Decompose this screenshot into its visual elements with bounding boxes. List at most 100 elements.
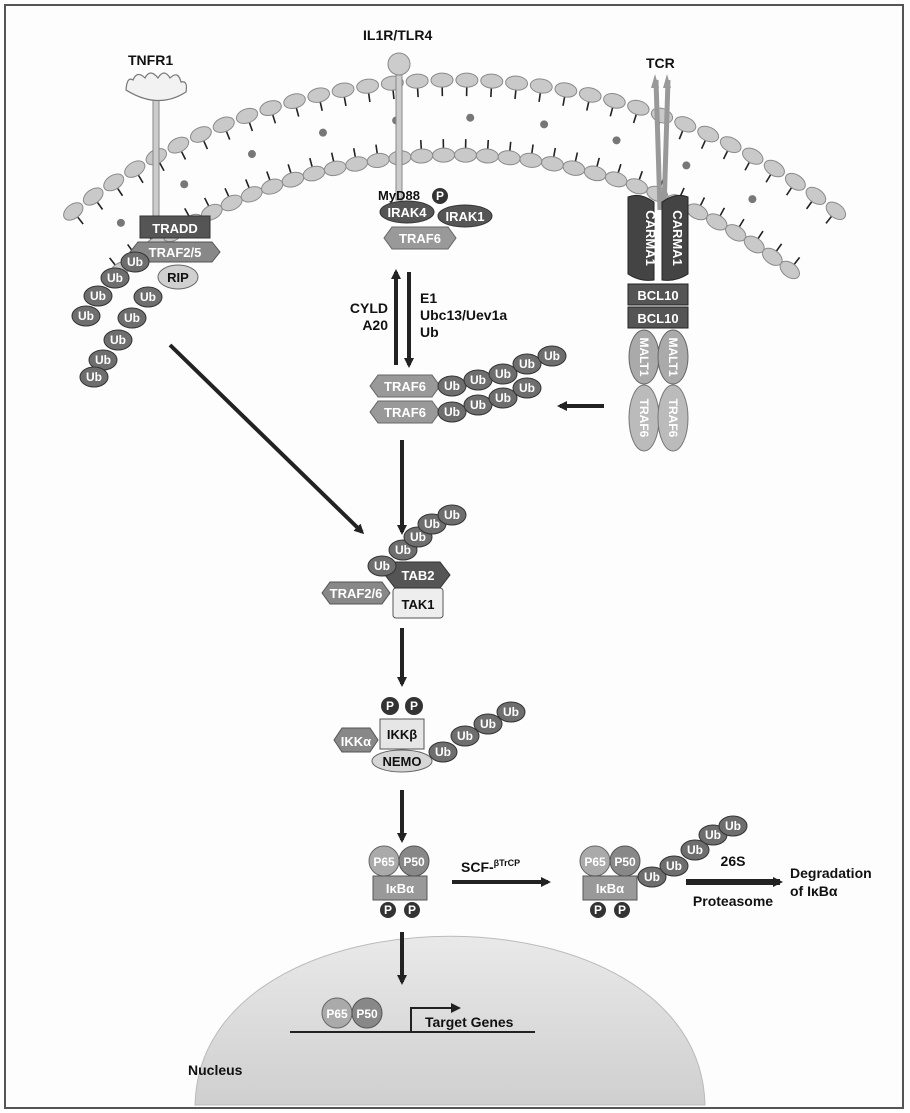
traf6-top-label: TRAF6 <box>399 231 441 246</box>
lipid-head <box>280 170 305 190</box>
svg-text:SCF-βTrCP: SCF-βTrCP <box>461 858 520 875</box>
irak1-label: IRAK1 <box>445 209 484 224</box>
ub-label: Ub <box>444 379 460 393</box>
lipid-head <box>626 98 651 118</box>
membrane-protein-dot <box>682 161 690 169</box>
svg-text:P: P <box>594 903 602 917</box>
membrane-protein-dot <box>180 180 188 188</box>
svg-text:P: P <box>618 903 626 917</box>
ub-label: Ub <box>495 367 511 381</box>
degradation-line-2: of IκBα <box>790 883 838 899</box>
scf-label: SCF-βTrCP <box>461 858 520 875</box>
lipid-head <box>432 148 454 162</box>
ubiquitination-arrows: CYLD A20 E1 Ubc13/Uev1a Ub <box>350 272 508 365</box>
lipid-head <box>80 184 106 208</box>
nucleus-label: Nucleus <box>188 1062 243 1078</box>
lipid-head <box>649 105 674 126</box>
pathway-arrows <box>170 345 780 982</box>
membrane-protein-dot <box>613 136 621 144</box>
tak1-complex: TRAF2/6 TAK1 TAB2 UbUbUbUbUb <box>322 505 466 618</box>
lipid-head <box>529 78 553 95</box>
ub-label: Ub <box>470 398 486 412</box>
ikk-complex: P P IKKα IKKβ NEMO UbUbUbUb <box>334 697 525 772</box>
lipid-head <box>456 73 478 87</box>
svg-text:P50: P50 <box>403 855 425 869</box>
ub-label: Ub <box>444 508 460 522</box>
lipid-head <box>234 106 259 127</box>
lipid-head <box>345 155 369 173</box>
ub-chain-ikk: UbUbUbUb <box>429 702 525 762</box>
lipid-head <box>672 114 698 135</box>
membrane-protein-dot <box>248 150 256 158</box>
ub-label: Ub <box>503 705 519 719</box>
svg-text:TRAF6: TRAF6 <box>666 399 680 438</box>
lipid-head <box>505 75 528 91</box>
myd88-label: MyD88 <box>378 188 420 203</box>
svg-text:P65: P65 <box>326 1007 348 1021</box>
lipid-head <box>331 81 355 99</box>
ub-label: Ub <box>110 333 126 347</box>
tcr-complex: CARMA1 CARMA1 BCL10 BCL10 MALT1 MALT1 TR… <box>628 195 688 451</box>
ub-label: Ub <box>374 559 390 573</box>
ub-label: Ub <box>644 870 660 884</box>
ub-label: Ub <box>140 290 156 304</box>
svg-text:TRAF2/6: TRAF2/6 <box>330 586 383 601</box>
lipid-head <box>554 81 578 99</box>
ub-label: Ub <box>687 843 703 857</box>
tcr-label: TCR <box>646 55 675 71</box>
svg-text:P50: P50 <box>356 1007 378 1021</box>
lipid-head <box>101 170 127 194</box>
lipid-head <box>803 184 829 208</box>
ub-label: Ub <box>457 729 473 743</box>
svg-text:BCL10: BCL10 <box>637 288 678 303</box>
svg-text:TRAF6: TRAF6 <box>384 379 426 394</box>
proteasome-26s: 26S <box>721 853 746 869</box>
lipid-head <box>259 176 284 197</box>
carma1-right-label: CARMA1 <box>670 210 685 266</box>
lipid-head <box>60 199 86 224</box>
lipid-head <box>282 92 307 111</box>
rip-label: RIP <box>167 270 189 285</box>
tradd-complex: TRADD TRAF2/5 RIP UbUbUbUb UbUbUbUbUb <box>72 216 220 387</box>
membrane-protein-dot <box>540 120 548 128</box>
lipid-head <box>823 198 849 223</box>
svg-text:NEMO: NEMO <box>383 754 422 769</box>
ub-label: Ub <box>90 289 106 303</box>
svg-text:TRAF6: TRAF6 <box>384 405 426 420</box>
lipid-head <box>188 124 214 146</box>
lipid-head <box>740 145 766 168</box>
svg-text:TRAF6: TRAF6 <box>637 399 651 438</box>
ub-label: Ub <box>86 370 102 384</box>
lipid-head <box>211 114 237 135</box>
svg-text:IκBα: IκBα <box>386 881 414 896</box>
irak4-label: IRAK4 <box>387 205 427 220</box>
ub-label: Ub <box>725 819 741 833</box>
lipid-head <box>578 86 603 104</box>
degradation-line-1: Degradation <box>790 865 872 881</box>
ub-label: Ub <box>107 271 123 285</box>
lipid-head <box>782 170 808 194</box>
ub-label: Ub <box>495 391 511 405</box>
lipid-head <box>583 164 608 183</box>
ub-label: Ub <box>480 717 496 731</box>
a20-label: A20 <box>362 317 388 333</box>
nfkb-ikba-complex: P65 P50 IκBα P P <box>369 846 429 918</box>
il1r-label: IL1R/TLR4 <box>363 27 432 43</box>
ub-label: Ub <box>420 324 439 340</box>
membrane-protein-dot <box>748 195 756 203</box>
lipid-head <box>302 164 327 183</box>
ub-label: Ub <box>666 859 682 873</box>
lipid-head <box>410 148 433 163</box>
carma1-left-label: CARMA1 <box>643 210 658 266</box>
svg-text:MALT1: MALT1 <box>666 337 680 376</box>
membrane-protein-dot <box>117 219 125 227</box>
ub-label: Ub <box>95 353 111 367</box>
ub-label: Ub <box>395 543 411 557</box>
lipid-head <box>165 134 191 156</box>
svg-text:TAB2: TAB2 <box>402 568 435 583</box>
lipid-head <box>624 176 649 197</box>
target-genes-label: Target Genes <box>425 1014 514 1030</box>
ub-label: Ub <box>435 745 451 759</box>
tnfr1-label: TNFR1 <box>128 52 173 68</box>
